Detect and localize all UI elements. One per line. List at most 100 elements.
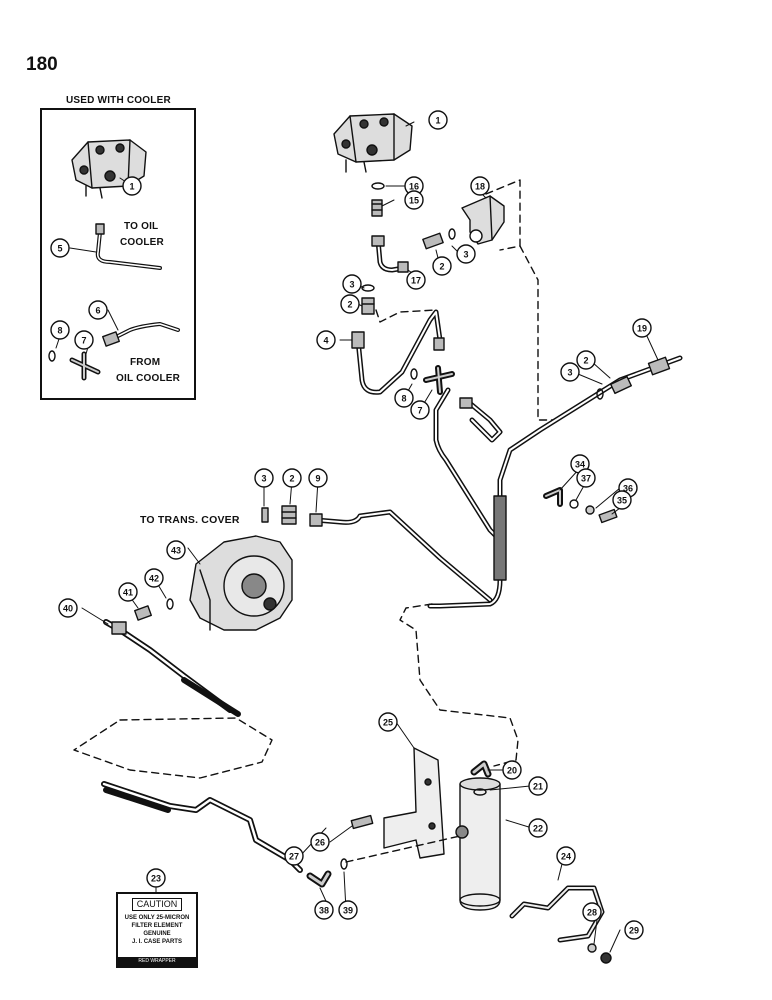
callout-2: 2 — [576, 350, 596, 370]
adapter-2-upper — [422, 232, 444, 250]
callout-22: 22 — [528, 818, 548, 838]
callout-number: 29 — [629, 926, 639, 936]
callout-27: 27 — [284, 846, 304, 866]
adapter-2-left — [361, 297, 375, 315]
callout-number: 34 — [575, 460, 585, 470]
callout-8: 8 — [50, 320, 70, 340]
callout-number: 7 — [81, 336, 86, 346]
callout-number: 17 — [411, 276, 421, 286]
adapter-2-right — [610, 375, 632, 395]
callout-number: 25 — [383, 718, 393, 728]
fitting-41 — [134, 605, 152, 621]
callout-number: 27 — [289, 852, 299, 862]
callout-number: 2 — [347, 300, 352, 310]
inset-tube-5 — [95, 223, 162, 270]
callout-15: 15 — [404, 190, 424, 210]
elbow-38 — [306, 870, 332, 888]
callout-43: 43 — [166, 540, 186, 560]
bolt-35 — [598, 508, 618, 524]
washer-37 — [569, 499, 579, 509]
callout-9: 9 — [308, 468, 328, 488]
oring-39 — [340, 858, 348, 870]
nut-36 — [585, 505, 595, 515]
callout-19: 19 — [632, 318, 652, 338]
dashed-leader-18 — [485, 179, 521, 251]
callout-number: 18 — [475, 182, 485, 192]
nut-29 — [600, 952, 612, 964]
callout-number: 1 — [129, 182, 134, 192]
elbow-34 — [543, 487, 563, 507]
callout-number: 19 — [637, 324, 647, 334]
callout-number: 1 — [435, 116, 440, 126]
oring-42 — [166, 598, 174, 610]
callout-7: 7 — [410, 400, 430, 420]
callout-number: 8 — [401, 394, 406, 404]
callout-21: 21 — [528, 776, 548, 796]
callout-number: 3 — [261, 474, 266, 484]
elbow-20 — [470, 760, 492, 778]
washer-28 — [587, 943, 597, 953]
callout-38: 38 — [314, 900, 334, 920]
oring-21 — [473, 788, 487, 796]
tee-7-main — [423, 365, 455, 395]
from-oil-label-line2: OIL COOLER — [116, 373, 181, 384]
dashed-leader-39 — [345, 835, 461, 863]
callout-25: 25 — [378, 712, 398, 732]
callout-number: 24 — [561, 852, 571, 862]
caution-title: CAUTION — [132, 898, 182, 911]
inset-valve-1 — [71, 139, 147, 199]
pump-43 — [189, 535, 293, 631]
callout-3: 3 — [342, 274, 362, 294]
callout-number: 35 — [617, 496, 627, 506]
tube-4 — [351, 309, 445, 395]
callout-number: 3 — [349, 280, 354, 290]
tube-upper-right — [459, 397, 503, 443]
to-oil-label-line1: TO OIL — [124, 221, 159, 232]
oring-8-main — [410, 368, 418, 380]
callout-number: 2 — [439, 262, 444, 272]
callout-number: 20 — [507, 766, 517, 776]
callout-number: 4 — [323, 336, 328, 346]
adapter-2-lower — [281, 505, 297, 525]
callout-28: 28 — [582, 902, 602, 922]
caution-line-4: J. I. CASE PARTS — [132, 939, 182, 945]
callout-3: 3 — [254, 468, 274, 488]
callout-5: 5 — [50, 238, 70, 258]
tube-9 — [309, 509, 493, 603]
to-trans-cover-label: TO TRANS. COVER — [140, 514, 240, 526]
callout-number: 2 — [583, 356, 588, 366]
callout-24: 24 — [556, 846, 576, 866]
callout-6: 6 — [88, 300, 108, 320]
callout-39: 39 — [338, 900, 358, 920]
callout-29: 29 — [624, 920, 644, 940]
callout-number: 15 — [409, 196, 419, 206]
caution-line-3: GENUINE — [143, 931, 171, 937]
callout-number: 2 — [289, 474, 294, 484]
inset-tube-6 — [102, 322, 180, 347]
tube-lower — [101, 781, 303, 873]
strap-24 — [509, 885, 605, 943]
callout-20: 20 — [502, 760, 522, 780]
caution-card-23: CAUTION USE ONLY 25-MICRON FILTER ELEMEN… — [116, 892, 198, 968]
callout-8: 8 — [394, 388, 414, 408]
callout-35: 35 — [612, 490, 632, 510]
callout-number: 9 — [315, 474, 320, 484]
oring-3-upper — [448, 228, 456, 240]
dashed-leader-18b — [519, 245, 561, 421]
callout-number: 26 — [315, 838, 325, 848]
cooler-inset-panel — [40, 108, 196, 400]
oring-3-left — [361, 284, 375, 292]
callout-42: 42 — [144, 568, 164, 588]
callout-40: 40 — [58, 598, 78, 618]
callout-number: 22 — [533, 824, 543, 834]
caution-wrapper-band: RED WRAPPER — [118, 957, 196, 966]
callout-number: 6 — [95, 306, 100, 316]
bolt-26 — [350, 814, 374, 830]
from-oil-label-line1: FROM — [130, 357, 161, 368]
caution-line-1: USE ONLY 25-MICRON — [124, 915, 190, 921]
callout-41: 41 — [118, 582, 138, 602]
callout-1: 1 — [428, 110, 448, 130]
inset-oring-8 — [48, 350, 56, 362]
callout-3: 3 — [560, 362, 580, 382]
